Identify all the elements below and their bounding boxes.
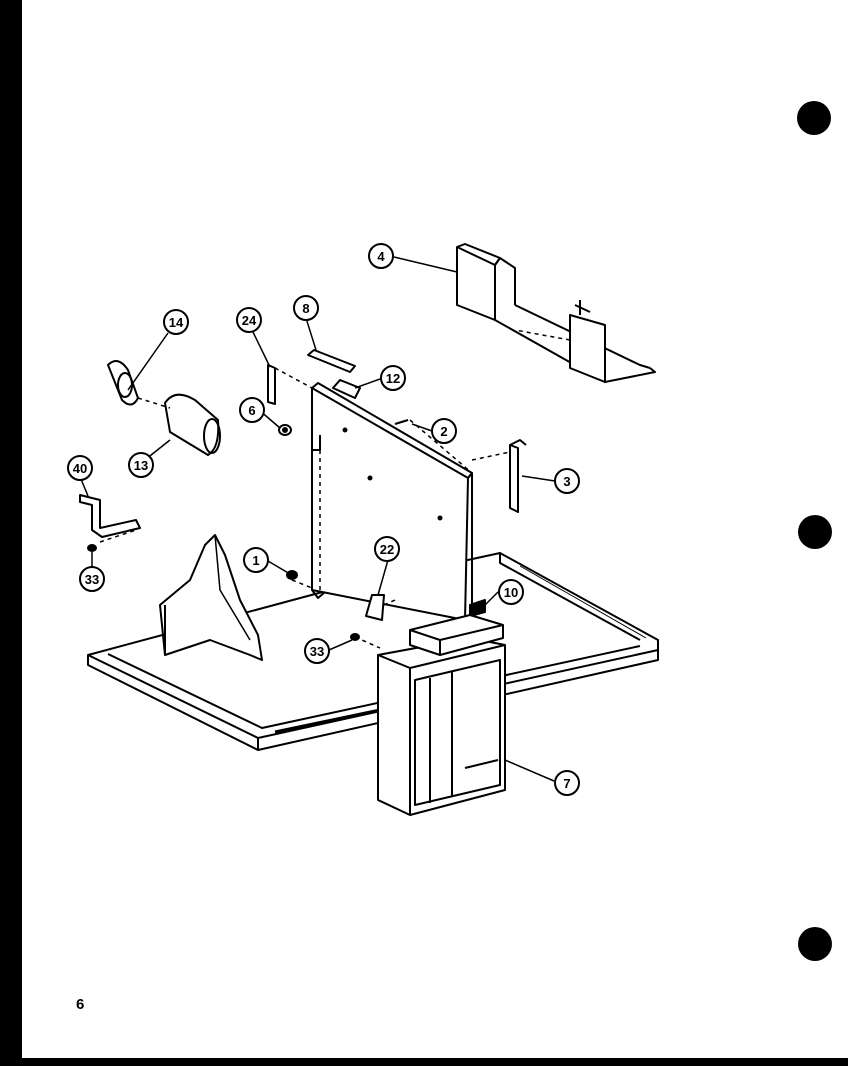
part-1-nut: [286, 570, 298, 580]
callout-label: 4: [377, 249, 385, 264]
callout-part-7: 7: [554, 770, 580, 796]
base-side-bracket: [159, 534, 263, 661]
partition-panel: [311, 382, 473, 621]
callout-label: 7: [563, 776, 570, 791]
callout-label: 3: [563, 474, 570, 489]
part-13-capacitor: [164, 393, 221, 456]
callout-part-24: 24: [236, 307, 262, 333]
callout-part-6: 6: [239, 397, 265, 423]
callout-part-2: 2: [431, 418, 457, 444]
callout-label: 6: [248, 403, 255, 418]
part-10-block: [469, 599, 486, 617]
part-24-strip: [267, 364, 276, 405]
part-3-strip: [509, 444, 519, 513]
part-7-housing: [377, 614, 506, 816]
callout-label: 10: [504, 585, 518, 600]
binder-hole-top: [797, 101, 831, 135]
callout-label: 22: [380, 542, 394, 557]
callout-label: 13: [134, 458, 148, 473]
callout-label: 12: [386, 371, 400, 386]
callout-label: 14: [169, 315, 184, 330]
callout-part-4: 4: [368, 243, 394, 269]
part-12-clip: [332, 379, 361, 399]
callout-part-10: 10: [498, 579, 524, 605]
callout-part-3: 3: [554, 468, 580, 494]
callout-part-14: 14: [163, 309, 189, 335]
part-22-latch: [365, 594, 385, 621]
binder-hole-bottom: [798, 927, 832, 961]
part-40-bracket: [79, 494, 141, 538]
part-callouts: 4 14 24 8 12 6 2 13 3 40 33 1 22 10 33 7: [67, 243, 580, 796]
page-number: 6: [76, 996, 85, 1013]
callout-part-33-center: 33: [304, 638, 330, 664]
scan-bottom-edge: [0, 1058, 848, 1066]
scan-left-edge: [0, 0, 22, 1066]
part-6-grommet: [278, 424, 292, 436]
part-4-channel-bracket: [456, 243, 656, 383]
callout-leader-lines: [80, 256, 556, 782]
callout-part-13: 13: [128, 452, 154, 478]
callout-label: 24: [242, 313, 257, 328]
assembly-guide-lines: [99, 329, 571, 649]
callout-label: 8: [302, 301, 309, 316]
callout-label: 40: [73, 461, 87, 476]
callout-label: 33: [310, 644, 324, 659]
callout-part-1: 1: [243, 547, 269, 573]
part-33-screw-left: [87, 544, 97, 552]
part-2-screw: [394, 419, 409, 425]
callout-part-12: 12: [380, 365, 406, 391]
callout-label: 33: [85, 572, 99, 587]
callout-part-22: 22: [374, 536, 400, 562]
part-8-bracket: [307, 349, 356, 373]
callout-part-33-left: 33: [79, 566, 105, 592]
callout-label: 1: [252, 553, 259, 568]
callout-label: 2: [440, 424, 447, 439]
callout-part-40: 40: [67, 455, 93, 481]
binder-hole-middle: [798, 515, 832, 549]
callout-part-8: 8: [293, 295, 319, 321]
